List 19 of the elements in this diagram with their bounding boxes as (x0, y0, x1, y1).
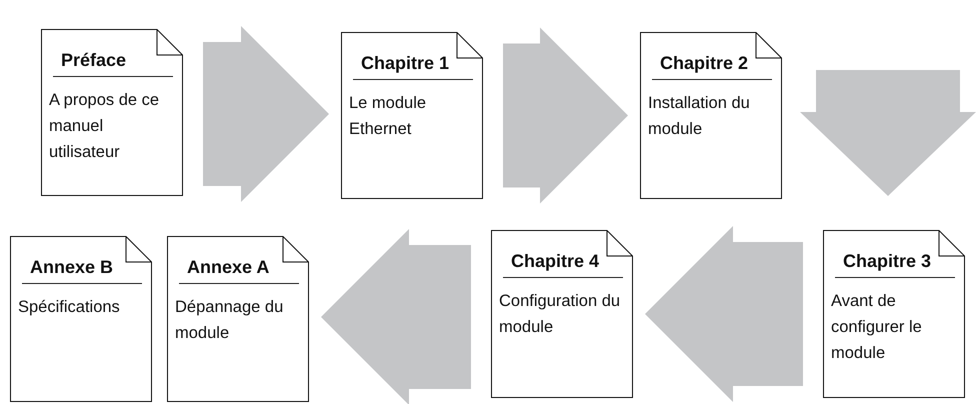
chapter-description: Installation du module (647, 93, 751, 140)
chapter-description: Le module Ethernet (348, 93, 428, 140)
block-arrow (800, 70, 976, 196)
block-arrow (645, 226, 803, 402)
chapter-heading: Chapitre 2 (660, 53, 748, 73)
chapter-heading: Chapitre 3 (843, 251, 932, 271)
block-arrow (503, 28, 628, 204)
chapter-heading: Annexe A (187, 257, 270, 277)
block-arrow (321, 229, 471, 404)
chapter-heading: Chapitre 1 (361, 53, 450, 73)
chapter-description: Spécifications (17, 297, 121, 318)
chapter-description: Avant de configurer le module (830, 291, 923, 364)
chapter-heading: Préface (61, 50, 126, 70)
chapter-description: A propos de ce manuel utilisateur (48, 90, 160, 163)
chapter-description: Configuration du module (498, 291, 622, 338)
block-arrow (203, 26, 329, 202)
chapter-description: Dépannage du module (174, 297, 284, 344)
chapter-heading: Chapitre 4 (511, 251, 600, 271)
chapter-heading: Annexe B (30, 257, 114, 277)
